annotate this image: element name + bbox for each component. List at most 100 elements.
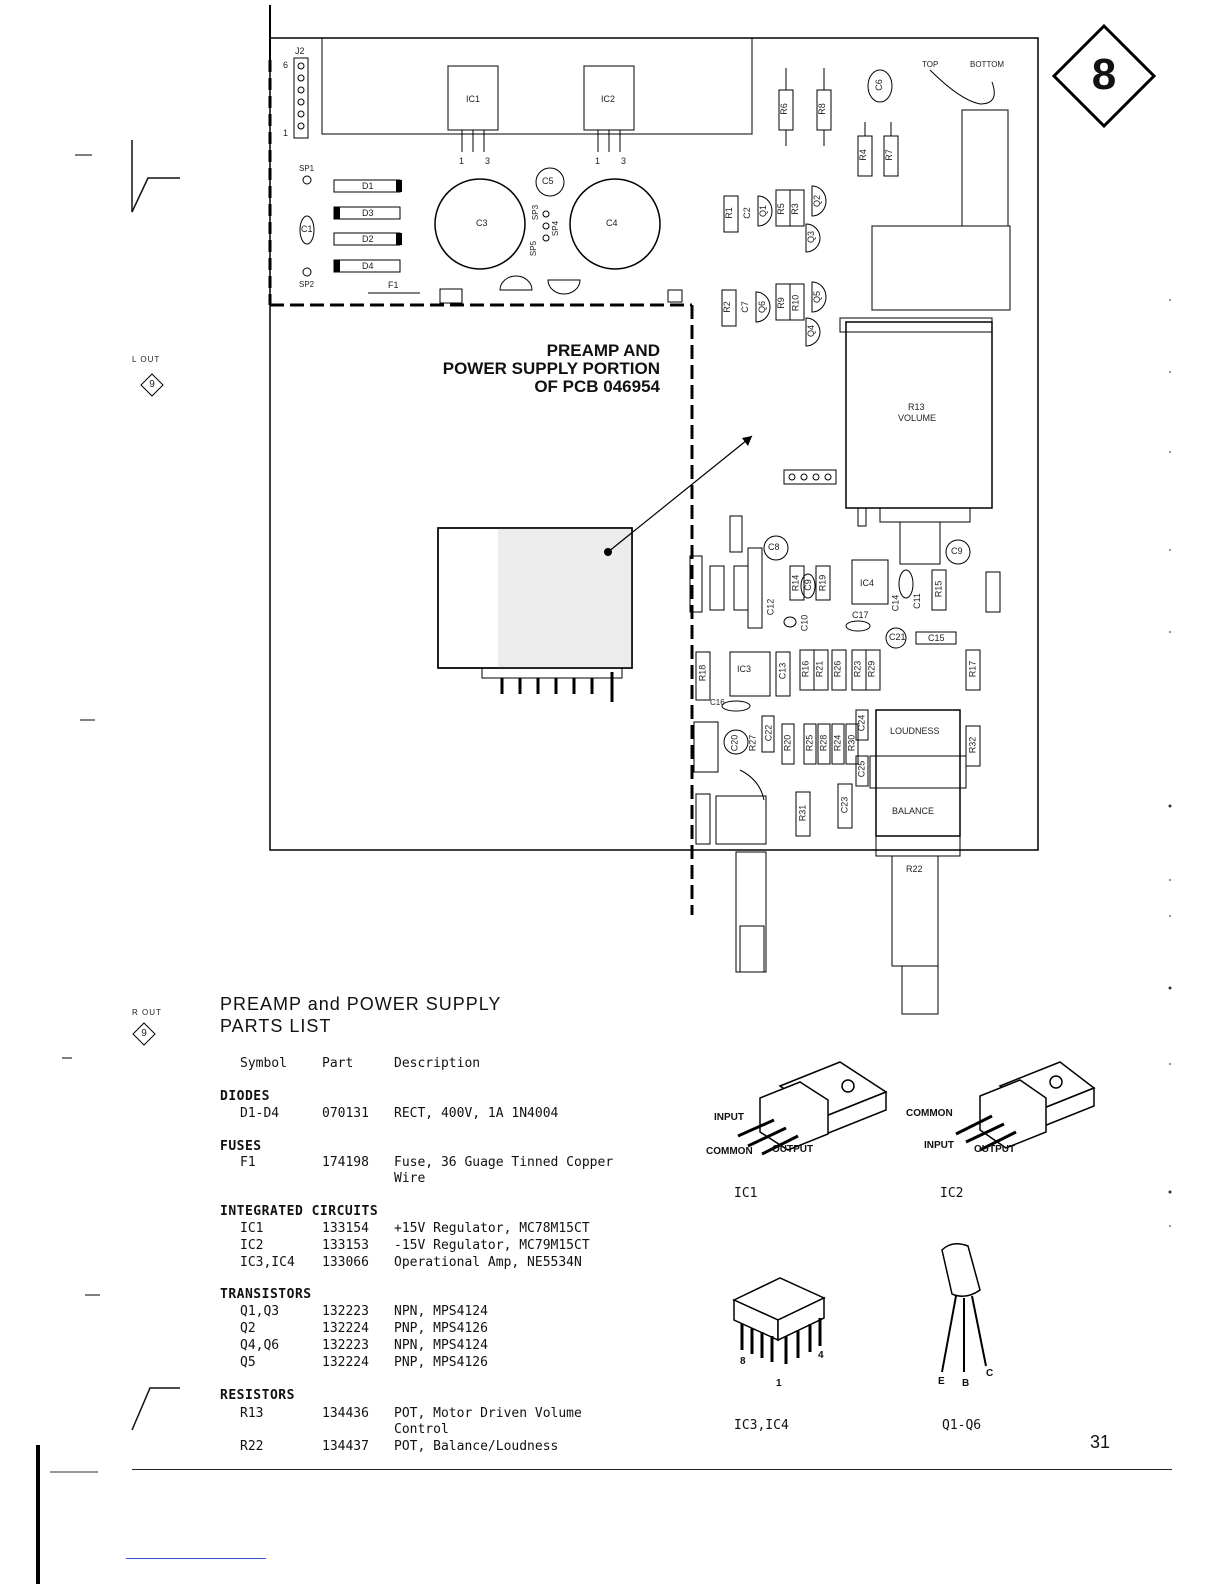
q-pin-b: B xyxy=(962,1378,970,1389)
ic34-pin1: 1 xyxy=(776,1378,782,1389)
pcb-label-r15: R15 xyxy=(933,580,944,598)
ic1-pin-common: COMMON xyxy=(706,1146,753,1157)
bottom-label: BOTTOM xyxy=(970,60,1005,69)
section-fuses: FUSES xyxy=(220,1139,262,1154)
pcb-label-c16: C16 xyxy=(710,698,725,707)
pcb-label-r6: R6 xyxy=(778,103,789,115)
pcb-label-r24: R24 xyxy=(832,734,843,752)
ic3-pcb-label: IC3 xyxy=(737,664,752,674)
pcb-label-r18: R18 xyxy=(697,664,708,682)
pcb-label-c17: C17 xyxy=(852,610,869,620)
ic2-package-icon xyxy=(955,1061,1096,1152)
table-row-description: RECT, 400V, 1A 1N4004 xyxy=(394,1106,559,1121)
j2-pin1-label: 1 xyxy=(283,128,289,138)
ic2-pin-input: INPUT xyxy=(924,1140,954,1151)
sp3-label: SP3 xyxy=(531,204,541,221)
pcb-label-r29: R29 xyxy=(866,660,877,678)
parts-list-title-line2: PARTS LIST xyxy=(220,1016,332,1036)
table-row-part: 132224 xyxy=(322,1321,369,1336)
ic2-pin1-label: 1 xyxy=(595,156,601,166)
table-row-symbol: Q4,Q6 xyxy=(240,1338,280,1353)
l-out-badge-number: 9 xyxy=(149,379,155,390)
ic2-figure-label: IC2 xyxy=(940,1186,964,1201)
table-row-description: PNP, MPS4126 xyxy=(394,1355,488,1370)
pcb-label-c8: C8 xyxy=(768,542,780,552)
table-row-part: 134436 xyxy=(322,1406,369,1421)
q-pin-e: E xyxy=(938,1376,945,1387)
ic1-pin-input: INPUT xyxy=(714,1112,744,1123)
table-row-part: 132223 xyxy=(322,1338,369,1353)
ic2-pcb-label: IC2 xyxy=(601,94,616,104)
q-package-icon xyxy=(941,1243,987,1373)
table-row-description-cont: Wire xyxy=(394,1171,426,1186)
table-row-symbol: Q1,Q3 xyxy=(240,1304,280,1319)
table-row-part: 133154 xyxy=(322,1221,369,1236)
q-pin-c: C xyxy=(986,1368,994,1379)
footer-rule xyxy=(132,1469,1172,1470)
pcb-label-c9a: C9 xyxy=(802,579,813,591)
component-package-drawings xyxy=(732,1061,1096,1373)
ic34-package-icon xyxy=(732,1277,826,1364)
diamond-badge-icon xyxy=(132,1022,156,1046)
loudness-label: LOUDNESS xyxy=(890,726,940,736)
edge-specks xyxy=(1168,299,1172,1227)
pcb-label-r5: R5 xyxy=(775,203,786,215)
volume-label: VOLUME xyxy=(898,413,937,423)
f1-label: F1 xyxy=(388,280,399,290)
pcb-label-r28: R28 xyxy=(818,734,829,752)
balance-label: BALANCE xyxy=(892,806,935,816)
ic1-pin3-label: 3 xyxy=(485,156,491,166)
pcb-label-r14: R14 xyxy=(790,574,801,592)
r-out-label: R OUT xyxy=(132,1008,162,1017)
pcb-label-c2: C2 xyxy=(741,207,752,219)
table-row-symbol: IC2 xyxy=(240,1238,264,1253)
table-row-part: 132223 xyxy=(322,1304,369,1319)
top-label: TOP xyxy=(922,60,939,69)
pcb-label-r32: R32 xyxy=(967,736,978,754)
pcb-label-r8: R8 xyxy=(816,103,827,115)
pcb-label-r9: R9 xyxy=(775,297,786,309)
pcb-label-r3: R3 xyxy=(789,203,800,215)
pcb-label-c9b: C9 xyxy=(951,546,963,556)
table-row-symbol: IC1 xyxy=(240,1221,264,1236)
c4-label: C4 xyxy=(606,218,618,228)
pcb-label-r30: R30 xyxy=(846,734,857,752)
ic34-pin4: 4 xyxy=(818,1350,824,1361)
pcb-label-q4: Q4 xyxy=(806,324,817,338)
pcb-label-q3: Q3 xyxy=(806,230,817,244)
l-out-badge: 9 xyxy=(140,373,164,397)
ic2-pin-output: OUTPUT xyxy=(974,1144,1016,1155)
ic1-pin1-label: 1 xyxy=(459,156,465,166)
pcb-label-r21: R21 xyxy=(814,660,825,678)
r-out-badge: 9 xyxy=(132,1022,156,1046)
j2-pin6-label: 6 xyxy=(283,60,289,70)
d2-label: D2 xyxy=(362,234,374,244)
q-figure-label: Q1-Q6 xyxy=(942,1418,982,1433)
d4-label: D4 xyxy=(362,261,374,271)
pcb-label-r20: R20 xyxy=(782,734,793,752)
pcb-label-q2: Q2 xyxy=(812,194,823,208)
pcb-label-r19: R19 xyxy=(817,574,828,592)
table-row-description: Fuse, 36 Guage Tinned Copper xyxy=(394,1155,614,1170)
table-row-part: 133153 xyxy=(322,1238,369,1253)
parts-list-title-line1: PREAMP and POWER SUPPLY xyxy=(220,994,502,1014)
ic4-pcb-label: IC4 xyxy=(860,578,875,588)
sp1-label: SP1 xyxy=(299,164,315,173)
c1-label: C1 xyxy=(301,224,313,234)
pcb-label-q1: Q1 xyxy=(758,204,769,218)
sp4-label: SP4 xyxy=(551,220,561,237)
pcb-label-c20: C20 xyxy=(729,734,740,752)
table-row-description-cont: Control xyxy=(394,1422,449,1437)
pcb-label-c24: C24 xyxy=(856,714,867,732)
board-caption-line1: PREAMP AND xyxy=(546,341,660,360)
header-symbol: Symbol xyxy=(240,1056,287,1071)
r22-pcb-label: R22 xyxy=(906,864,923,874)
ic2-pin3-label: 3 xyxy=(621,156,627,166)
table-row-symbol: R22 xyxy=(240,1439,264,1454)
header-part: Part xyxy=(322,1056,354,1071)
pcb-label-q5: Q5 xyxy=(812,290,823,304)
pcb-label-c12: C12 xyxy=(765,598,776,616)
ic34-pin8: 8 xyxy=(740,1356,746,1367)
pcb-label-r25: R25 xyxy=(804,734,815,752)
table-row-description: Operational Amp, NE5534N xyxy=(394,1255,582,1270)
